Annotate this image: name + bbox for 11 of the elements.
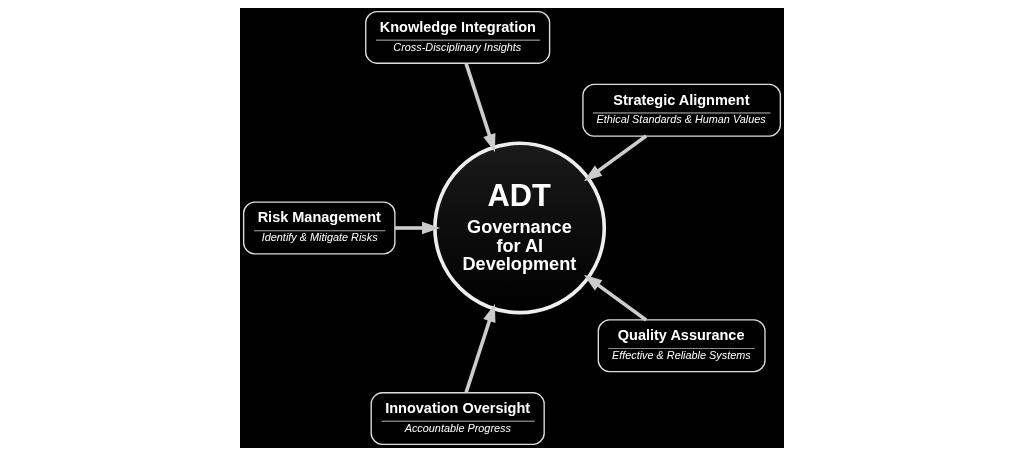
node-box: Strategic Alignment Ethical Standards & Human Values <box>582 83 782 137</box>
node-box: Knowledge Integration Cross-Disciplinary Insights <box>365 11 551 64</box>
node-box: Quality Assurance Effective & Reliable Systems <box>597 319 766 373</box>
arrow <box>464 303 496 393</box>
node-box: Innovation Oversight Accountable Progress <box>370 392 545 445</box>
arrow <box>583 274 648 322</box>
node-circle: ADT Governance for AI Development <box>433 141 607 315</box>
node-box: Risk Management Identify & Mitigate Risks <box>242 201 396 255</box>
arrow <box>464 63 496 153</box>
arrow <box>583 134 648 182</box>
arrow <box>395 221 441 235</box>
